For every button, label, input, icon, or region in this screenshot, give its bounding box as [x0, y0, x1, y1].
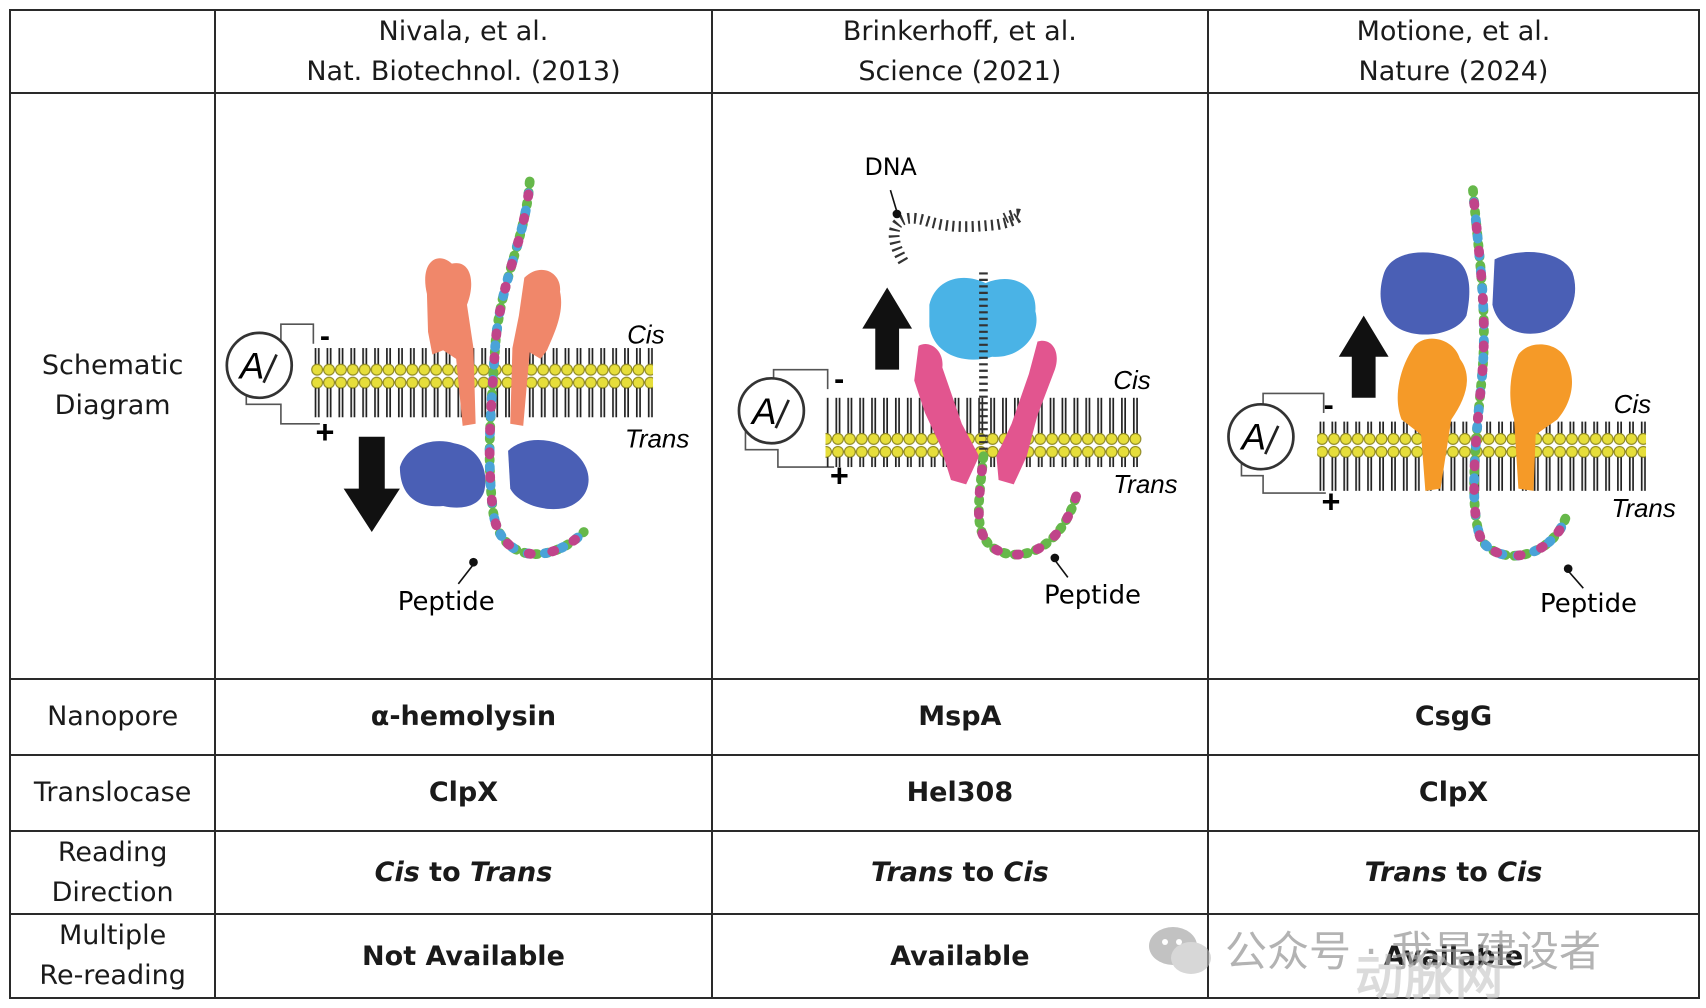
- direction-row: Reading Direction Cis to Trans Trans to …: [8, 829, 1700, 916]
- dna-strand: [888, 209, 1025, 265]
- direction-mid: to: [1446, 857, 1498, 889]
- header-author: Motione, et al.: [1356, 15, 1551, 47]
- lipid-membrane: [1317, 422, 1647, 492]
- translocase-value: Hel308: [710, 753, 1210, 833]
- translocase-row: Translocase ClpX Hel308 ClpX: [8, 753, 1700, 833]
- direction-value: Trans to Cis: [710, 829, 1210, 916]
- nanopore-row: Nanopore α-hemolysin MspA CsgG: [8, 678, 1700, 756]
- schematic-row: Schematic Diagram: [8, 92, 1700, 681]
- row-label-schematic: Schematic Diagram: [8, 92, 217, 681]
- direction-from: Trans: [1364, 857, 1447, 889]
- row-label-line: Reading: [57, 836, 168, 868]
- cis-label: Cis: [1614, 389, 1652, 419]
- row-label-line: Diagram: [54, 390, 171, 422]
- rereading-value: Available: [1207, 913, 1700, 999]
- direction-to: Trans: [470, 857, 553, 889]
- direction-to: Cis: [1497, 857, 1543, 889]
- direction-value: Trans to Cis: [1207, 829, 1700, 916]
- plus-sign: +: [1322, 484, 1341, 520]
- diagram-motione: A - +: [1207, 92, 1700, 681]
- row-label-line: Multiple: [59, 920, 167, 952]
- direction-mid: to: [953, 857, 1004, 889]
- dna-label: DNA: [864, 153, 917, 181]
- trans-label: Trans: [625, 424, 689, 454]
- schematic-csgg: A - +: [1227, 185, 1676, 619]
- header-col-3: Motione, et al. Nature (2024): [1207, 8, 1700, 95]
- diagram-nivala: A - +: [214, 92, 713, 681]
- minus-sign: -: [320, 320, 330, 353]
- header-journal: Nat. Biotechnol. (2013): [306, 55, 621, 87]
- header-col-2: Brinkerhoff, et al. Science (2021): [710, 8, 1210, 95]
- direction-value: Cis to Trans: [214, 829, 713, 916]
- row-label-line: Schematic: [41, 350, 184, 382]
- header-row: Nivala, et al. Nat. Biotechnol. (2013) B…: [8, 8, 1700, 95]
- nanopore-value: CsgG: [1207, 678, 1700, 756]
- csgg-pore: [1397, 339, 1573, 492]
- nanopore-value: α-hemolysin: [214, 678, 713, 756]
- cis-label: Cis: [627, 320, 665, 350]
- row-label-line: Direction: [51, 876, 174, 908]
- header-author: Nivala, et al.: [378, 15, 549, 47]
- row-label-rereading: Multiple Re-reading: [8, 913, 217, 999]
- trans-label: Trans: [1611, 493, 1675, 523]
- mspa-pore: [913, 341, 1057, 485]
- corner-cell: [8, 8, 217, 95]
- ammeter-circuit: A - +: [225, 320, 335, 451]
- peptide-label: Peptide: [1044, 581, 1141, 611]
- cis-label: Cis: [1113, 366, 1151, 396]
- ammeter-label: A: [1239, 417, 1266, 458]
- row-label-translocase: Translocase: [8, 753, 217, 833]
- ammeter-circuit: A - +: [737, 364, 848, 494]
- arrow-up-icon: [1338, 316, 1389, 399]
- rereading-value: Available: [710, 913, 1210, 999]
- ammeter-icon: [737, 377, 805, 446]
- direction-from: Cis: [374, 857, 420, 889]
- clpx-translocase: [1380, 252, 1576, 336]
- diagram-brinkerhoff: A - + DNA: [710, 92, 1210, 681]
- header-col-1: Nivala, et al. Nat. Biotechnol. (2013): [214, 8, 713, 95]
- rereading-value: Not Available: [214, 913, 713, 999]
- peptide-chain: [973, 451, 1082, 560]
- header-journal: Science (2021): [858, 55, 1062, 87]
- nanopore-value: MspA: [710, 678, 1210, 756]
- ammeter-icon: [225, 332, 294, 400]
- direction-mid: to: [419, 857, 471, 889]
- minus-sign: -: [834, 364, 844, 397]
- direction-to: Cis: [1003, 857, 1049, 889]
- ammeter-label: A: [238, 346, 265, 387]
- translocase-value: ClpX: [1207, 753, 1700, 833]
- arrow-up-icon: [861, 287, 912, 371]
- ammeter-icon: [1227, 403, 1295, 472]
- ammeter-circuit: A - +: [1227, 390, 1341, 520]
- minus-sign: -: [1324, 390, 1334, 423]
- row-label-nanopore: Nanopore: [8, 678, 217, 756]
- lipid-membrane: [311, 348, 654, 418]
- peptide-label: Peptide: [1540, 589, 1637, 619]
- schematic-mspa: A - + DNA: [737, 153, 1177, 611]
- header-journal: Nature (2024): [1358, 55, 1549, 87]
- row-label-direction: Reading Direction: [8, 829, 217, 916]
- arrow-down-icon: [343, 437, 401, 533]
- trans-label: Trans: [1113, 469, 1177, 499]
- peptide-label: Peptide: [398, 587, 495, 617]
- ammeter-label: A: [750, 391, 777, 432]
- plus-sign: +: [316, 415, 335, 451]
- translocase-value: ClpX: [214, 753, 713, 833]
- rereading-row: Multiple Re-reading Not Available Availa…: [8, 913, 1700, 999]
- header-author: Brinkerhoff, et al.: [842, 15, 1077, 47]
- schematic-hemolysin: A - +: [225, 177, 690, 617]
- row-label-line: Re-reading: [39, 960, 186, 992]
- hemolysin-pore: [425, 258, 562, 427]
- comparison-table: Nivala, et al. Nat. Biotechnol. (2013) B…: [8, 8, 1700, 999]
- direction-from: Trans: [871, 857, 954, 889]
- clpx-translocase: [400, 440, 589, 510]
